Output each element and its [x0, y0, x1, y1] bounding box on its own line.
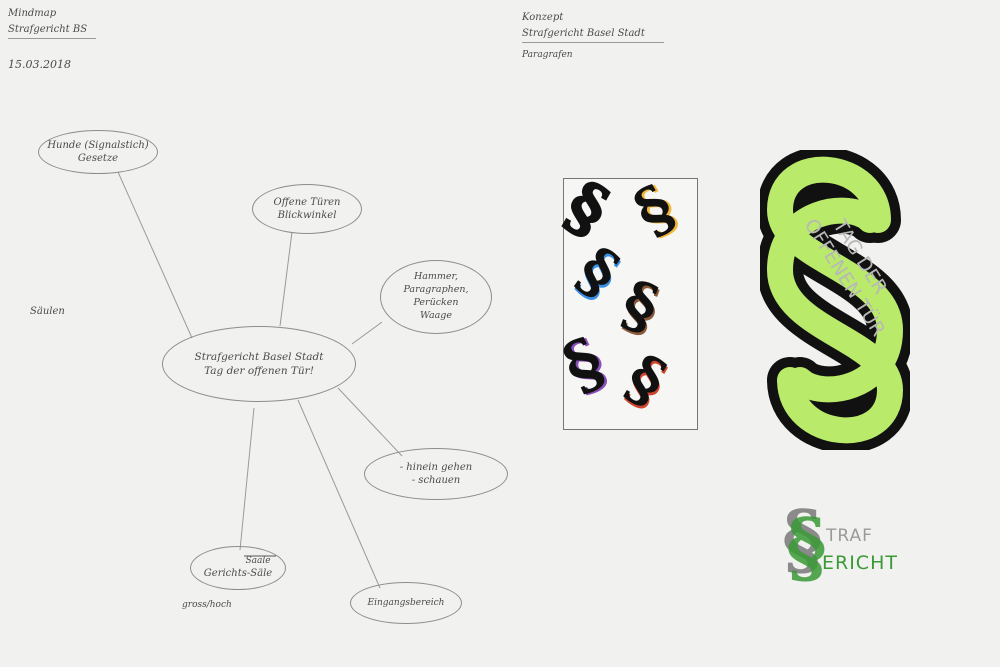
logo-paragraph-green: § — [786, 502, 827, 593]
mindmap-node-tueren: Offene Türen Blickwinkel — [252, 184, 362, 234]
node-center-line1: Strafgericht Basel Stadt — [194, 350, 324, 363]
header-right-title: Konzept Strafgericht Basel Stadt — [522, 10, 664, 43]
logo-word-top: TRAF — [826, 526, 873, 546]
node-hinein-line2: - schauen — [411, 475, 461, 486]
header-left-line1: Mindmap — [8, 8, 57, 19]
label-gross-hoch: gross/hoch — [182, 600, 232, 610]
node-tueren-line1: Offene Türen — [273, 196, 341, 208]
node-hammer-line3: Perücken — [413, 297, 459, 308]
logo-paragraph-grey: § — [782, 494, 823, 585]
line-saele — [239, 407, 255, 551]
node-hinein-line1: - hinein gehen — [399, 461, 473, 473]
mindmap-node-saele: Saale Gerichts-Säle — [190, 546, 286, 590]
poster-paragraph-graphic: TAG DER OFFENEN TÜR — [756, 146, 914, 454]
line-tueren — [279, 231, 293, 327]
node-hammer-line2: Paragraphen, — [403, 284, 469, 296]
paragraph-variants-sketch: § § § § § § — [551, 165, 698, 430]
node-hammer-line1: Hammer, — [413, 271, 459, 283]
label-saeulen: Säulen — [30, 306, 65, 317]
node-hammer-line4: Waage — [420, 309, 452, 321]
header-left-line2: Strafgericht BS — [8, 24, 88, 35]
strafgericht-logo: § § TRAF ERICHT — [780, 494, 910, 598]
line-hunde — [117, 171, 193, 339]
node-saele-line: Gerichts-Säle — [203, 568, 273, 580]
header-left-title: Mindmap Strafgericht BS — [8, 6, 96, 39]
line-eingang — [297, 399, 381, 589]
mindmap-node-hunde: Hunde (Signalstich) Gesetze — [38, 130, 158, 174]
paragraph-symbol-4: § — [612, 265, 668, 346]
line-hammer — [351, 321, 383, 345]
mindmap-node-center: Strafgericht Basel Stadt Tag der offenen… — [162, 326, 356, 402]
header-right-line1: Konzept — [522, 12, 564, 23]
header-right-line3: Paragrafen — [522, 50, 573, 60]
node-center-line2: Tag der offenen Tür! — [204, 365, 314, 377]
node-tueren-line2: Blickwinkel — [277, 210, 337, 221]
line-hinein — [337, 387, 403, 457]
node-saele-strike: Saale — [245, 556, 271, 567]
node-eingang-line: Eingangsbereich — [367, 597, 445, 608]
poster-paragraph: TAG DER OFFENEN TÜR — [756, 146, 914, 454]
logo-word-bottom: ERICHT — [822, 552, 898, 574]
mindmap-node-hinein: - hinein gehen - schauen — [364, 448, 508, 500]
header-right-line2: Strafgericht Basel Stadt — [522, 28, 645, 39]
mindmap-node-eingang: Eingangsbereich — [350, 582, 462, 624]
paragraph-symbol-2: § — [621, 169, 687, 250]
node-hunde-line1: Hunde (Signalstich) — [47, 139, 149, 151]
paragraph-symbol-6: § — [613, 339, 679, 420]
node-hunde-line2: Gesetze — [77, 153, 119, 164]
header-date: 15.03.2018 — [8, 58, 71, 71]
mindmap-node-hammer: Hammer, Paragraphen, Perücken Waage — [380, 260, 492, 334]
